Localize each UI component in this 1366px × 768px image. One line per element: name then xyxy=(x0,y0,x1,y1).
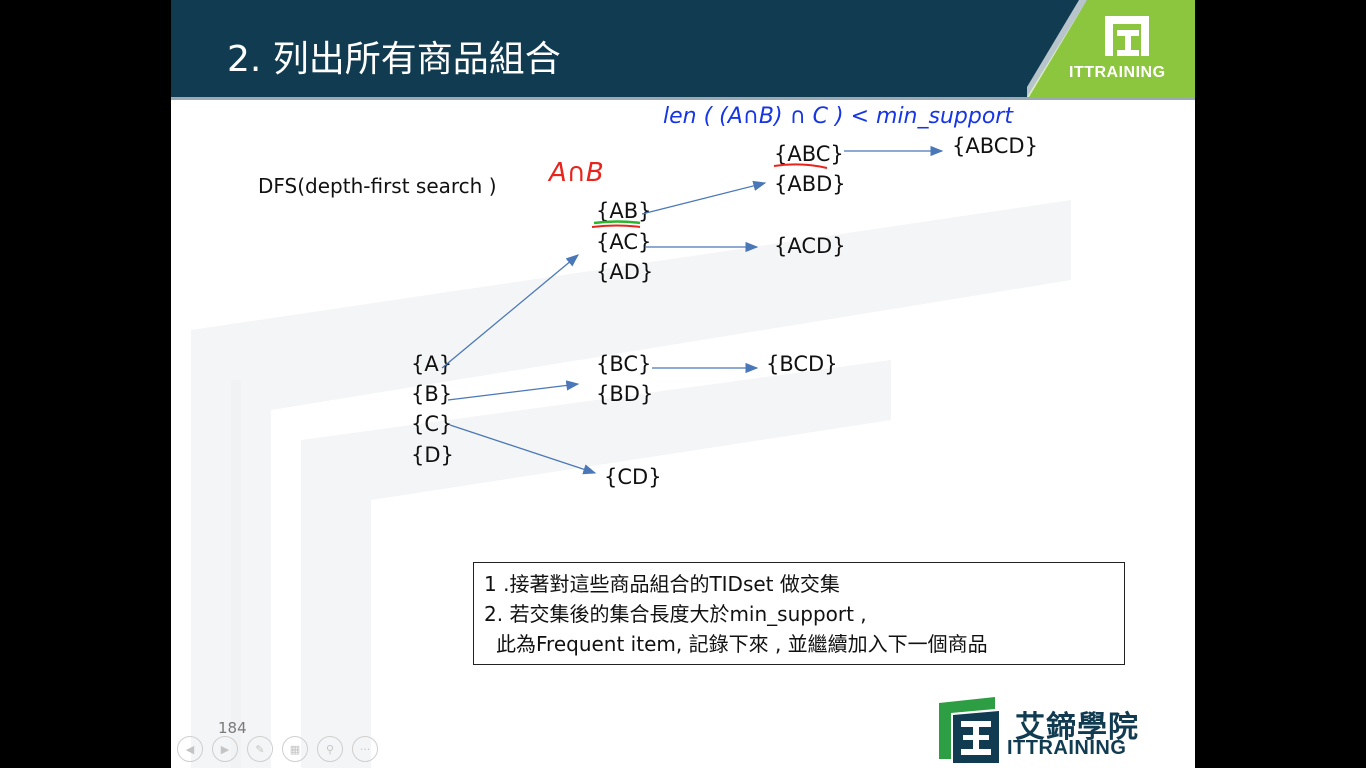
set-acd: {ACD} xyxy=(774,234,846,258)
more-icon[interactable]: ··· xyxy=(352,736,378,762)
set-ac: {AC} xyxy=(596,230,652,254)
annotation-min-support: len ( (A∩B) ∩ C ) < min_support xyxy=(663,104,1013,129)
page-number: 184 xyxy=(218,719,247,737)
set-abc: {ABC} xyxy=(774,142,844,166)
set-bc: {BC} xyxy=(596,352,652,376)
set-c: {C} xyxy=(411,412,453,436)
underline-ab-green xyxy=(593,220,641,225)
set-a: {A} xyxy=(411,352,453,376)
prev-icon[interactable]: ◀ xyxy=(177,736,203,762)
header-underline xyxy=(171,97,1195,100)
slides-icon[interactable]: ▦ xyxy=(282,736,308,762)
bottom-logo-icon xyxy=(939,697,999,763)
set-bd: {BD} xyxy=(596,382,654,406)
corner-logo-icon xyxy=(1027,0,1195,97)
note-line-3: 此為Frequent item, 記錄下來 , 並繼續加入下一個商品 xyxy=(496,632,988,656)
arrow-ab-to-abc xyxy=(641,180,767,215)
annotation-a-intersect-b: A∩B xyxy=(549,158,604,188)
zoom-icon[interactable]: ⚲ xyxy=(317,736,343,762)
bottom-logo-en: ITTRAINING xyxy=(1007,737,1127,759)
dfs-label: DFS(depth-first search ) xyxy=(258,174,497,198)
dfs-arrows xyxy=(441,145,944,475)
set-cd: {CD} xyxy=(604,465,662,489)
note-line-1: 1 .接著對這些商品組合的TIDset 做交集 xyxy=(484,572,840,596)
next-icon[interactable]: ▶ xyxy=(212,736,238,762)
arrow-b-to-bc xyxy=(447,380,580,401)
set-d: {D} xyxy=(411,443,454,467)
slide-title: 2. 列出所有商品組合 xyxy=(227,39,561,80)
set-ad: {AD} xyxy=(596,260,654,284)
arrow-c-to-cd xyxy=(449,424,597,475)
note-line-2: 2. 若交集後的集合長度大於min_support , xyxy=(484,602,867,626)
slide-header xyxy=(171,0,1195,97)
slide: 2. 列出所有商品組合 ITTRAINING DFS(depth-first s… xyxy=(171,0,1195,768)
underline-ab-red xyxy=(591,224,641,228)
underline-abc-red xyxy=(773,163,828,169)
set-abd: {ABD} xyxy=(774,172,846,196)
set-b: {B} xyxy=(411,382,453,406)
presenter-toolbar: ◀ ▶ ✎ ▦ ⚲ ··· xyxy=(177,736,378,762)
set-ab: {AB} xyxy=(596,199,652,223)
note-box: 1 .接著對這些商品組合的TIDset 做交集 2. 若交集後的集合長度大於mi… xyxy=(473,562,1125,665)
background-watermark xyxy=(191,200,1071,768)
set-bcd: {BCD} xyxy=(766,352,838,376)
corner-logo-text: ITTRAINING xyxy=(1069,64,1166,81)
pen-icon[interactable]: ✎ xyxy=(247,736,273,762)
arrow-a-to-ab xyxy=(441,254,579,369)
bottom-logo-cn: 艾鍗學院 xyxy=(1015,710,1139,745)
set-abcd: {ABCD} xyxy=(952,134,1038,158)
